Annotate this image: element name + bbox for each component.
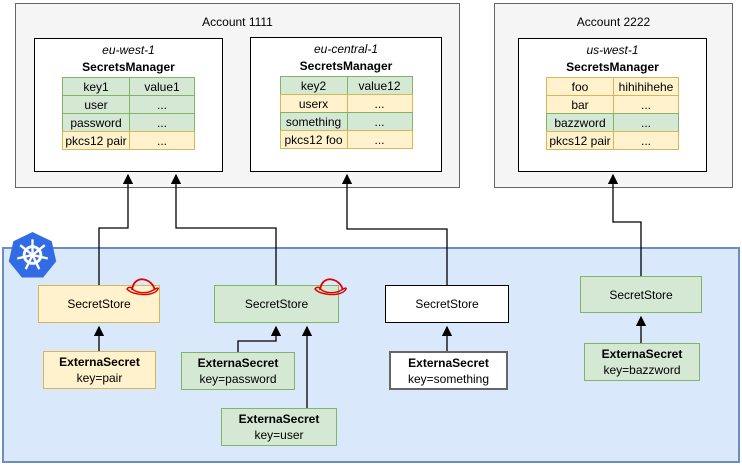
- secret-key: key1: [62, 77, 130, 96]
- external-secret-title: ExternaSecret: [238, 412, 320, 426]
- account-title: Account 2222: [576, 15, 651, 29]
- secret-key: pkcs12 foo: [279, 130, 348, 149]
- region-us-west-1: us-west-1 SecretsManager foo hihihihehe …: [518, 38, 707, 172]
- secret-store-label: SecretStore: [415, 297, 479, 311]
- account-title: Account 1111: [202, 15, 273, 29]
- external-secret-key: key=password: [199, 372, 277, 386]
- secret-value: ...: [129, 131, 195, 150]
- external-secret-user: ExternaSecret key=user: [221, 408, 337, 446]
- secret-key: something: [279, 112, 348, 131]
- table-row: foo hihihihehe: [546, 77, 679, 96]
- external-secret-something: ExternaSecret key=something: [389, 351, 508, 390]
- secrets-table: foo hihihihehe bar ... bazzword ... pkcs…: [546, 77, 679, 150]
- secrets-table: key1 value1 user ... password ... pkcs12…: [62, 77, 195, 150]
- secret-key: bazzword: [546, 113, 614, 132]
- external-secret-key: key=something: [407, 371, 490, 386]
- secret-value: value12: [346, 76, 413, 95]
- secret-value: ...: [129, 95, 195, 114]
- secret-value: ...: [129, 113, 195, 132]
- secret-key: pkcs12 pair: [62, 131, 130, 150]
- external-secret-key: key=bazzword: [603, 363, 681, 377]
- table-row: pkcs12 foo ...: [279, 130, 413, 149]
- table-row: bar ...: [546, 95, 679, 114]
- table-row: pkcs12 pair ...: [62, 131, 195, 150]
- secret-key: bar: [546, 95, 614, 114]
- table-row: user ...: [62, 95, 195, 114]
- secret-value: ...: [613, 95, 679, 114]
- secret-store-4: SecretStore: [580, 276, 702, 313]
- secret-key: user: [62, 95, 130, 114]
- external-secret-bazzword: ExternaSecret key=bazzword: [584, 343, 700, 381]
- table-row: userx ...: [279, 94, 413, 113]
- service-name: SecretsManager: [566, 60, 659, 74]
- secret-value: ...: [346, 112, 413, 131]
- secret-store-3: SecretStore: [385, 285, 509, 323]
- secret-key: password: [62, 113, 130, 132]
- secret-key: key2: [279, 76, 348, 95]
- secret-key: userx: [279, 94, 348, 113]
- secret-value: ...: [613, 113, 679, 132]
- region-eu-west-1: eu-west-1 SecretsManager key1 value1 use…: [34, 38, 223, 172]
- secret-store-1: SecretStore: [38, 285, 160, 323]
- secret-store-label: SecretStore: [67, 297, 131, 311]
- external-secret-password: ExternaSecret key=password: [181, 352, 295, 390]
- service-name: SecretsManager: [299, 59, 393, 73]
- table-row: bazzword ...: [546, 113, 679, 132]
- secret-store-2: SecretStore: [214, 285, 339, 323]
- secrets-table: key2 value12 userx ... something ... pkc…: [279, 76, 413, 149]
- external-secret-key: key=pair: [76, 371, 123, 385]
- external-secret-key: key=user: [254, 428, 304, 442]
- table-row: pkcs12 pair ...: [546, 131, 679, 150]
- secret-value: value1: [129, 77, 195, 96]
- region-name: us-west-1: [586, 43, 639, 57]
- table-row: something ...: [279, 112, 413, 131]
- service-name: SecretsManager: [82, 60, 175, 74]
- secret-value: hihihihehe: [613, 77, 679, 96]
- table-row: key2 value12: [279, 76, 413, 95]
- region-name: eu-west-1: [102, 43, 155, 57]
- external-secret-pair: ExternaSecret key=pair: [43, 351, 156, 389]
- secret-store-label: SecretStore: [609, 287, 673, 302]
- external-secret-title: ExternaSecret: [59, 355, 140, 369]
- secret-value: ...: [346, 94, 413, 113]
- region-name: eu-central-1: [313, 42, 379, 56]
- region-eu-central-1: eu-central-1 SecretsManager key2 value12…: [250, 37, 442, 172]
- secret-key: pkcs12 pair: [546, 131, 614, 150]
- table-row: key1 value1: [62, 77, 195, 96]
- secret-store-label: SecretStore: [244, 297, 309, 311]
- secret-value: ...: [346, 130, 413, 149]
- secret-value: ...: [613, 131, 679, 150]
- secret-key: foo: [546, 77, 614, 96]
- external-secret-title: ExternaSecret: [197, 356, 279, 370]
- table-row: password ...: [62, 113, 195, 132]
- external-secret-title: ExternaSecret: [601, 347, 683, 361]
- external-secret-title: ExternaSecret: [408, 355, 489, 370]
